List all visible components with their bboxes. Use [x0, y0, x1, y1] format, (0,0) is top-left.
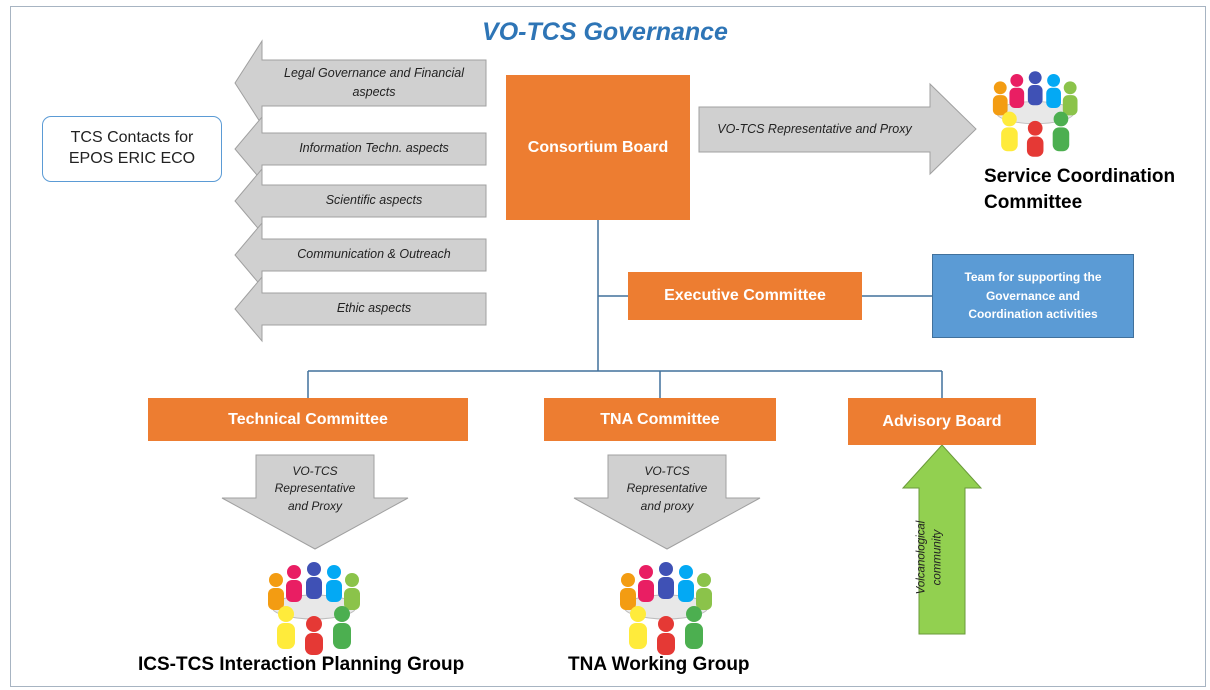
service-coordination-committee: Service Coordination Committee	[984, 164, 1175, 215]
left-arrow-legal	[234, 39, 487, 127]
up-arrow-line1: Volcanological	[915, 520, 928, 595]
support-team-line2: Governance and	[985, 288, 1080, 303]
diagram-title: VO-TCS Governance	[482, 18, 728, 46]
left-arrow-scientific	[234, 167, 487, 235]
down-arrow-2-line2: Representative	[626, 481, 708, 496]
executive-committee: Executive Committee	[628, 272, 862, 320]
down-arrow-1-line2: Representative	[274, 481, 356, 496]
down-arrow-2-line3: and proxy	[640, 498, 694, 513]
service-committee-line1: Service Coordination	[984, 166, 1176, 187]
down-arrow-1-line1: VO-TCS	[292, 463, 338, 478]
consortium-board: Consortium Board	[506, 75, 690, 220]
down-arrow-tna	[573, 454, 761, 550]
down-arrow-tna-label: VO-TCS Representative and proxy	[608, 458, 726, 520]
left-arrow-scientific-label: Scientific aspects	[325, 193, 423, 208]
left-arrow-it	[234, 115, 487, 183]
tna-committee: TNA Committee	[544, 398, 776, 441]
down-arrow-2-line1: VO-TCS	[644, 463, 690, 478]
diagram-frame	[10, 6, 1206, 687]
meeting-group-icon	[992, 70, 1078, 158]
service-committee-line2: Committee	[984, 191, 1083, 213]
legal-label-line2: aspects	[352, 85, 396, 99]
up-arrow-volcanological	[901, 444, 983, 635]
left-arrow-it-label: Information Techn. aspects	[299, 141, 449, 156]
support-team-line1: Team for supporting the	[964, 270, 1102, 285]
contacts-line1: TCS Contacts for	[70, 129, 194, 147]
left-arrow-communication-label: Communication & Outreach	[297, 247, 451, 262]
left-arrow-ethic-label: Ethic aspects	[336, 301, 412, 316]
down-arrow-technical	[221, 454, 409, 550]
ics-tcs-interaction-planning-group: ICS-TCS Interaction Planning Group	[138, 654, 465, 675]
left-arrow-ethic	[234, 275, 487, 343]
down-arrow-1-line3: and Proxy	[287, 498, 343, 513]
meeting-group-icon	[619, 561, 713, 656]
contacts-line2: EPOS ERIC ECO	[68, 150, 196, 167]
meeting-group-icon	[267, 561, 361, 656]
up-arrow-line2: community	[931, 529, 943, 586]
down-arrow-technical-label: VO-TCS Representative and Proxy	[256, 458, 374, 520]
support-team-line3: Coordination activities	[968, 307, 1098, 322]
tna-working-group: TNA Working Group	[568, 654, 750, 675]
technical-committee: Technical Committee	[148, 398, 468, 441]
left-arrow-legal-label: Legal Governance and Financial aspects	[262, 60, 486, 106]
right-arrow-label: VO-TCS Representative and Proxy	[717, 121, 912, 136]
right-arrow-representative	[698, 82, 977, 176]
legal-label-line1: Legal Governance and Financial	[284, 65, 464, 80]
advisory-board: Advisory Board	[848, 398, 1036, 445]
left-arrow-communication	[234, 221, 487, 289]
